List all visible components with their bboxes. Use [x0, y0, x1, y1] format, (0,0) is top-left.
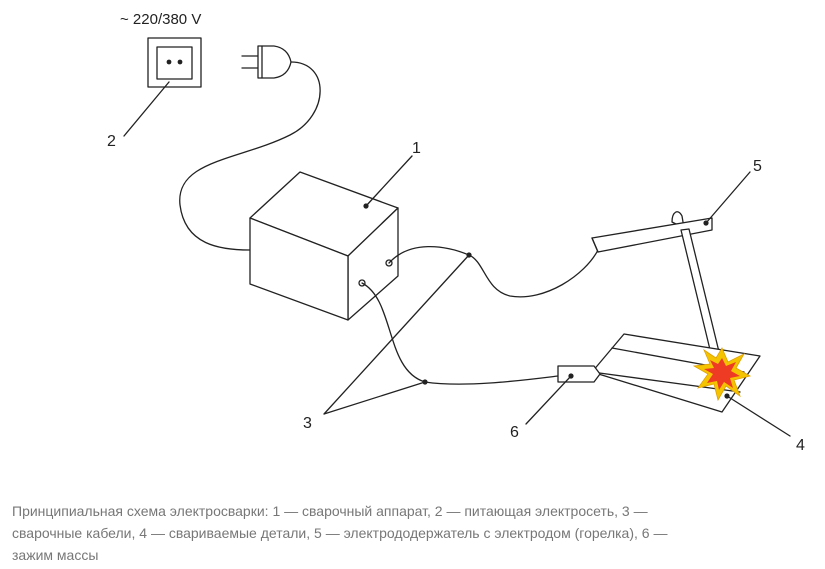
- welding-cable-electrode: [388, 245, 599, 298]
- leader-line-5: [705, 171, 751, 224]
- label-1: 1: [412, 140, 421, 157]
- leader-line-4: [726, 395, 791, 437]
- welding-machine: [249, 171, 399, 321]
- ground-clamp: [557, 365, 601, 383]
- leader-line-2: [123, 81, 170, 137]
- electrode-rod: [680, 228, 722, 363]
- leader-line-1: [365, 155, 413, 207]
- welding-schematic-diagram: ~ 220/380 V: [107, 11, 805, 454]
- label-2: 2: [107, 133, 116, 150]
- wall-socket: [147, 37, 202, 88]
- label-5: 5: [753, 158, 762, 175]
- electrode-holder: [591, 211, 713, 253]
- power-plug: [241, 45, 292, 79]
- welding-cable-ground: [361, 282, 559, 385]
- label-3: 3: [303, 415, 312, 432]
- leader-line-6: [525, 375, 572, 425]
- leader-line-3: [323, 254, 470, 415]
- label-6: 6: [510, 424, 519, 441]
- figure-caption: Принципиальная схема электросварки: 1 — …: [12, 503, 668, 563]
- power-cable: [179, 61, 321, 251]
- voltage-label: ~ 220/380 V: [120, 11, 201, 28]
- label-4: 4: [796, 437, 805, 454]
